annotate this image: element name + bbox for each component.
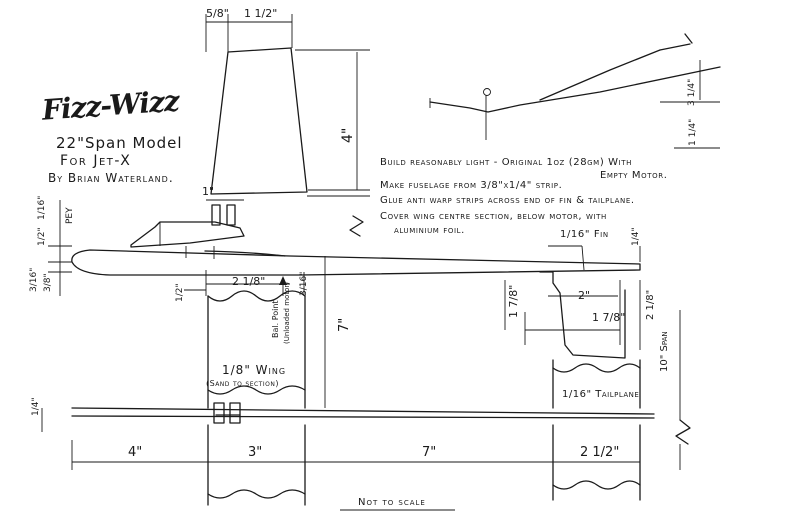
wing-label: 1/8" Wing [222, 363, 287, 377]
motor-pod [130, 221, 245, 259]
scale-note: Not to scale [358, 497, 426, 508]
tailplane-top [552, 310, 691, 501]
dim-dihedral-mid: 1 1/4" [688, 118, 698, 146]
bottom-dimension-line [41, 408, 641, 470]
wing-break-mark [307, 195, 370, 237]
dim-fuselage-depth: 1/4" [31, 397, 41, 416]
dim-nose-length: 4" [128, 445, 143, 460]
unloaded-motor-label: (Unloaded motor) [283, 282, 291, 344]
dim-tailplane-span: 10" Span [659, 331, 670, 372]
dim-fin-chord: 2" [578, 289, 591, 302]
note-line-6: aluminium foil. [394, 225, 465, 236]
note-line-2: Empty Motor. [600, 170, 668, 181]
model-subtitle: 22"Span Model [56, 134, 183, 152]
note-line-3: Make fuselage from 3/8"x1/4" strip. [380, 180, 563, 191]
dim-leading-edge-drop: 1/2" [175, 283, 185, 302]
bal-point-label: Bal. Point [271, 300, 280, 338]
dim-tail-top: 1/4" [631, 227, 641, 246]
dim-bal-point-gap: 3/16" [299, 271, 309, 296]
chord-dimension [184, 270, 305, 296]
fin-side [539, 245, 641, 359]
dim-fin-tip: 1 7/8" [592, 311, 626, 324]
wing-centre-outline [207, 290, 306, 506]
dim-pylon-rise: 1/16" [37, 195, 47, 220]
left-dimension-stack [48, 200, 72, 296]
dim-wing-root: 3" [248, 445, 263, 460]
dim-fuselage-bottom: 3/8" [43, 273, 53, 292]
dim-wing-chord: 2 1/8" [232, 275, 266, 288]
fuselage-top [71, 402, 655, 424]
dim-pylon-length: 1" [202, 185, 215, 198]
pylon-blocks [206, 199, 244, 226]
fuselage-side [71, 249, 641, 276]
note-line-4: Glue anti warp strips across end of fin … [380, 195, 635, 206]
wing-note: (Sand to section) [206, 379, 279, 388]
dim-dihedral-tip: 3 1/4" [687, 78, 697, 106]
tailplane-label: 1/16" Tailplane [562, 389, 640, 400]
fin-label: 1/16" Fin [560, 229, 609, 240]
dim-fuselage-top: 3/16" [29, 267, 39, 292]
dihedral-view [429, 33, 721, 149]
note-line-5: Cover wing centre section, below motor, … [380, 211, 607, 222]
model-for-line: For Jet-X [60, 153, 132, 169]
fin-dimensions [504, 280, 641, 350]
wing-panel [210, 47, 308, 195]
pey-label: PEY [65, 207, 75, 224]
wing-chord-dimension [205, 14, 293, 52]
dim-root-offset: 5/8" [206, 7, 229, 20]
dim-fin-height: 1 7/8" [507, 284, 520, 318]
wing-height-dimension [295, 49, 370, 191]
dim-tail-right: 2 1/8" [645, 289, 656, 320]
dim-motor-rise: 1/2" [37, 227, 47, 246]
note-line-1: Build reasonably light - Original 1oz (2… [380, 157, 632, 168]
dim-tip-chord: 1 1/2" [244, 7, 278, 20]
dim-tail-moment: 7" [422, 445, 437, 460]
dim-wing-height: 4" [340, 127, 356, 143]
dim-half-span: 7" [337, 317, 352, 332]
model-author: By Brian Waterland. [48, 171, 174, 185]
dim-tailplane-chord: 2 1/2" [580, 445, 620, 460]
